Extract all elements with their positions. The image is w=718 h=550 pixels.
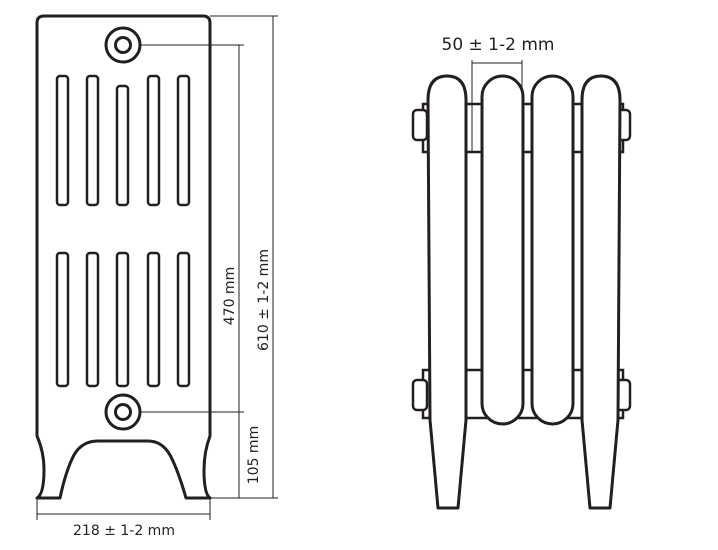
leg-height-label: 105 mm (246, 426, 262, 484)
slot (55, 74, 70, 207)
lower-slots (55, 251, 191, 388)
slot (176, 251, 191, 388)
radiator-side-view (411, 74, 632, 510)
section-pitch-label: 50 ± 1-2 mm (442, 35, 555, 55)
pitch-dimension-lines (471, 60, 523, 152)
slot (146, 251, 161, 388)
slot (146, 74, 161, 207)
lower-port-inner (114, 403, 132, 421)
slot (115, 251, 130, 388)
axis-height-label: 470 mm (222, 267, 238, 325)
left-top-plug (411, 108, 429, 142)
total-height-label: 610 ± 1-2 mm (256, 249, 272, 351)
right-end-section (580, 74, 622, 510)
upper-slots (55, 74, 191, 207)
middle-section (530, 74, 575, 426)
middle-section (480, 74, 525, 426)
width-label: 218 ± 1-2 mm (73, 523, 175, 539)
upper-port-inner (114, 36, 132, 54)
slot (85, 251, 100, 388)
slot (85, 74, 100, 207)
front-dimension-lines (36, 15, 278, 520)
left-bottom-plug (411, 378, 429, 412)
slot (176, 74, 191, 207)
left-end-section (426, 74, 468, 510)
slot (55, 251, 70, 388)
slot (115, 84, 130, 207)
radiator-front-view (35, 14, 212, 500)
